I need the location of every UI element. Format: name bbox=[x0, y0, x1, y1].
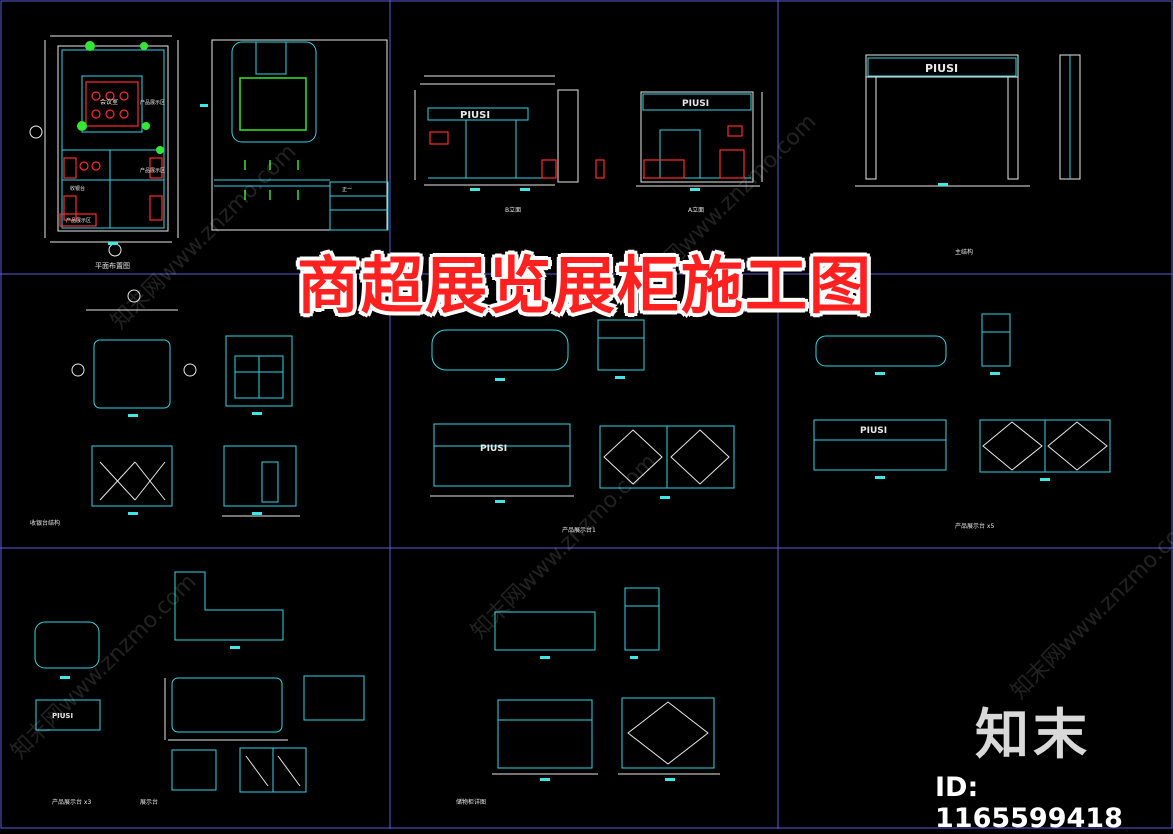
room-product-label: 产品展示区 bbox=[140, 99, 165, 106]
cashier-cabinet-drawing: 收银台结构 bbox=[30, 289, 300, 527]
elevation-a-drawing: PIUSI A立面 bbox=[636, 91, 763, 214]
display-stand-3-drawing: PIUSI 产品展示台 x3 展示台 bbox=[34, 571, 365, 806]
dimension-ticks bbox=[60, 104, 1050, 781]
elevation-a-caption: A立面 bbox=[688, 206, 704, 214]
section-marker-icon bbox=[71, 289, 197, 377]
floor-plan-caption: 平面布置图 bbox=[95, 261, 130, 270]
main-frame-caption: 主结构 bbox=[955, 248, 973, 256]
brand-sign-main: PIUSI bbox=[925, 62, 958, 75]
display1-caption: 产品展示台1 bbox=[562, 526, 596, 534]
main-frame-drawing: PIUSI 主结构 bbox=[855, 54, 1081, 256]
display-stand-1-drawing: PIUSI 产品展示台1 bbox=[430, 319, 735, 534]
legend-label: 正一 bbox=[342, 187, 352, 193]
display-stand-2-drawing: PIUSI 产品展示台 x5 bbox=[813, 313, 1111, 530]
brand-logo-text: 知末 bbox=[975, 703, 1091, 766]
elevation-b-drawing: PIUSI B立面 bbox=[414, 75, 605, 214]
watermark-text: 知末网www.znzmo.com bbox=[467, 449, 662, 644]
elevation-b-caption: B立面 bbox=[505, 206, 521, 214]
storage-counter-drawing: 储物柜详图 bbox=[456, 587, 720, 806]
small-stand-caption: 展示台 bbox=[140, 798, 158, 806]
brand-sign-display2: PIUSI bbox=[860, 426, 887, 436]
watermark-text: 知末网www.znzmo.com bbox=[7, 569, 202, 764]
asset-id-label: ID: 1165599418 bbox=[935, 772, 1123, 834]
floor-plan-drawing: 平面布置图 会议室 产品展示区 产品展示区 收银台 产品展示区 bbox=[29, 35, 179, 270]
brand-sign-display1: PIUSI bbox=[480, 444, 507, 454]
counter-caption: 储物柜详图 bbox=[456, 798, 486, 806]
room-cashier-label: 收银台 bbox=[70, 185, 85, 192]
brand-sign-a: PIUSI bbox=[682, 99, 709, 109]
display3-caption: 产品展示台 x3 bbox=[52, 798, 91, 806]
layout-plan-drawing: 正一 bbox=[211, 39, 389, 231]
watermark-layer: 知末网www.znzmo.com 知末网www.znzmo.com 知末网www… bbox=[7, 109, 1173, 764]
overlay-title: 商超展览展柜施工图 bbox=[296, 249, 873, 322]
watermark-text: 知末网www.znzmo.com bbox=[1007, 509, 1173, 704]
brand-sign-display3: PIUSI bbox=[52, 712, 73, 720]
cabinet-caption: 收银台结构 bbox=[30, 519, 60, 527]
room-meeting-label: 会议室 bbox=[100, 98, 118, 106]
room-product2-label: 产品展示区 bbox=[140, 167, 165, 174]
room-display-label: 产品展示区 bbox=[66, 217, 91, 224]
display2-caption: 产品展示台 x5 bbox=[955, 522, 994, 530]
brand-sign-b: PIUSI bbox=[460, 110, 490, 121]
